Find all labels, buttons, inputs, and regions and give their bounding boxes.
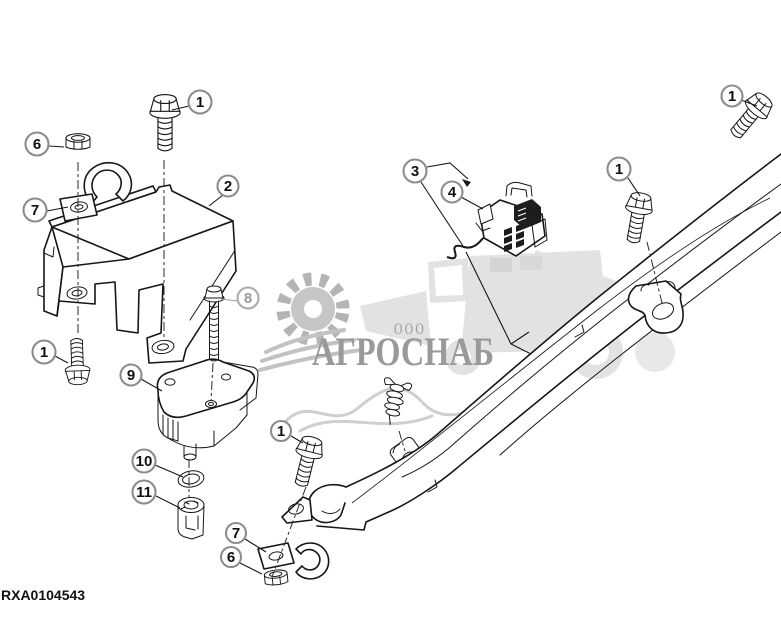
center-lines (77, 160, 663, 578)
connector-fitting (177, 497, 205, 540)
callout-number: 1 (277, 423, 285, 440)
callout-number: 3 (411, 163, 419, 180)
callout-1-top-right: 1 (720, 84, 744, 108)
callout-1-bottom-left: 1 (31, 339, 57, 365)
long-screw (203, 285, 225, 362)
callout-number: 7 (232, 525, 240, 542)
bolt-bottom-left (63, 337, 92, 386)
callout-number: 9 (127, 367, 135, 384)
callout-10: 10 (131, 448, 157, 474)
callout-number: 2 (224, 178, 232, 195)
callout-4: 4 (440, 180, 464, 204)
drawing-id-label: RXA0104543 (1, 587, 85, 603)
callout-number: 1 (40, 344, 48, 361)
bolt-mid-bottom (287, 433, 327, 490)
callout-11: 11 (131, 479, 157, 505)
callout-number: 6 (33, 136, 41, 153)
callout-6-top: 6 (24, 131, 50, 157)
leaf-swoosh (258, 328, 364, 372)
rail-notch (427, 479, 438, 493)
callout-7-bottom: 7 (224, 521, 248, 545)
callout-3: 3 (402, 158, 428, 184)
sensor (156, 358, 259, 461)
cable-clamp-bottom (257, 542, 330, 580)
rail-face (346, 154, 781, 528)
callout-number: 1 (615, 161, 623, 178)
callout-1-mid-right: 1 (606, 156, 632, 182)
self-tapping-screw (384, 377, 413, 425)
callout-number: 11 (136, 484, 152, 501)
callout-6-bottom: 6 (219, 545, 243, 569)
flange-nut-top (65, 133, 91, 150)
harness-wire (351, 197, 771, 504)
callout-number: 6 (227, 549, 235, 566)
rail-notch (574, 324, 585, 338)
callout-number: 4 (448, 184, 457, 201)
callouts: 1 6 7 2 1 8 9 10 11 3 4 (22, 84, 744, 569)
callout-7-top: 7 (22, 197, 48, 223)
callout-1-mid-bottom: 1 (269, 419, 293, 443)
callout-9: 9 (119, 363, 143, 387)
watermark-org-type: ООО (394, 321, 426, 338)
bracket-side-tab (37, 285, 45, 298)
bolt-mid-right (619, 190, 656, 246)
cable-clamp-top (59, 161, 133, 222)
watermark-company-name: АГРОСНАБ (312, 329, 494, 374)
callout-number: 1 (196, 94, 204, 111)
connector-pin-slots (504, 223, 524, 252)
callout-1-top-left: 1 (187, 89, 213, 115)
harness-connector (446, 181, 548, 260)
callout-2: 2 (216, 174, 240, 198)
callout-number: 7 (31, 202, 39, 219)
callout-number: 10 (136, 453, 153, 470)
callout-number: 8 (244, 290, 252, 307)
mounting-rail (281, 153, 781, 531)
rail-tab-right (627, 280, 684, 334)
connector-wire (446, 237, 484, 260)
gear-icon (276, 272, 350, 346)
callout-8: 8 (236, 286, 260, 310)
callout-number: 1 (728, 88, 736, 105)
flange-nut-bottom (263, 568, 289, 587)
bolt-top-left (149, 93, 181, 152)
leader-lines (46, 99, 758, 575)
o-ring (177, 470, 205, 488)
